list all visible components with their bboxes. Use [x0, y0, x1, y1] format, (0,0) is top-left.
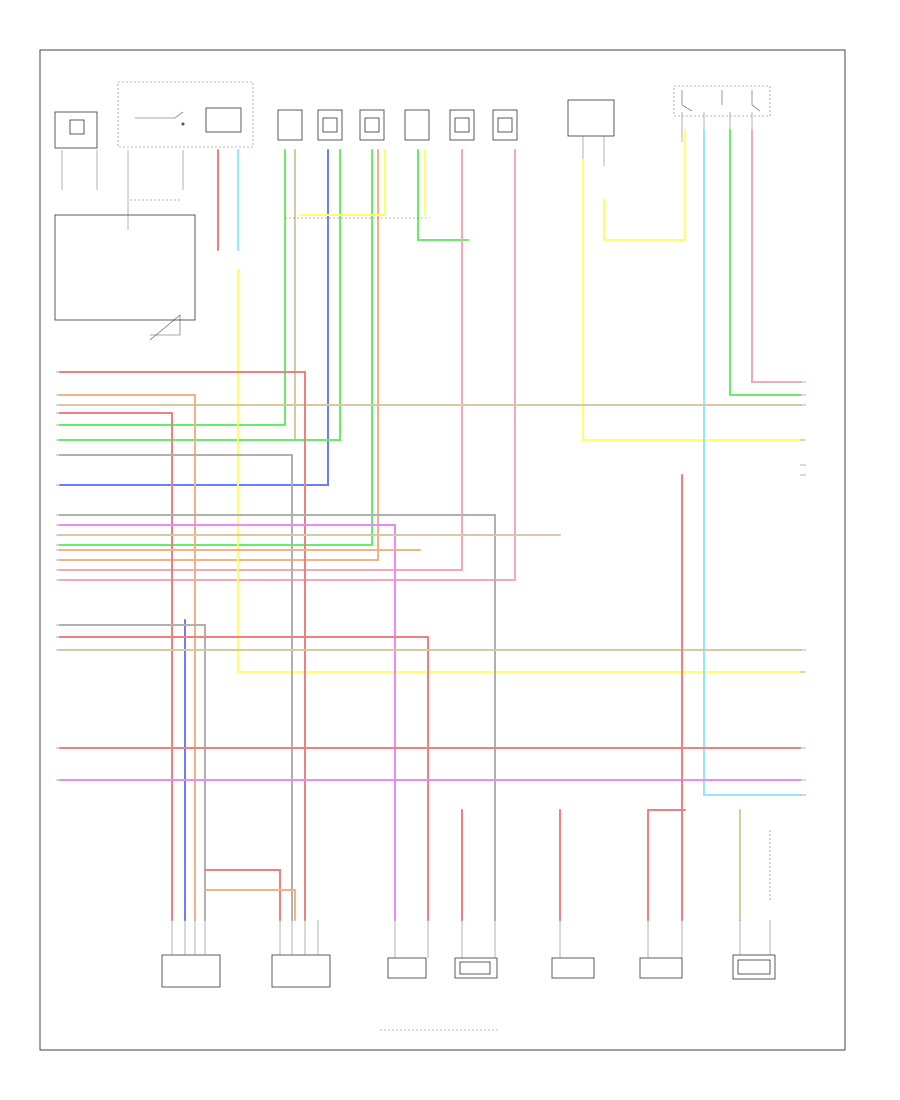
wire-pink-1	[59, 149, 463, 571]
wire-gray-down	[59, 624, 206, 921]
left-pin-ticks	[56, 371, 60, 781]
dashed-lines	[130, 199, 771, 900]
wire-orange-1	[59, 149, 379, 561]
fuel-injector-bottom-1	[387, 957, 427, 979]
wire-gray-left	[59, 454, 293, 921]
vvt-box-1	[639, 957, 683, 979]
wire-yellow-main	[237, 269, 801, 673]
ecm-a-box	[161, 954, 221, 988]
wire-pink-right-3	[647, 809, 686, 921]
wire-green-1	[59, 149, 286, 426]
wire-pink-top	[59, 371, 306, 921]
wire-gray-2	[59, 514, 496, 921]
wire-violet-left	[59, 524, 396, 921]
wire-pink-right	[751, 129, 801, 383]
wire-green-4	[417, 149, 469, 241]
ecm-b-box	[271, 954, 331, 988]
wire-orange-left	[59, 394, 196, 921]
bottom-connector-stubs	[171, 920, 771, 958]
wire-red-link	[204, 869, 281, 921]
wire-yellow-sensor	[582, 159, 801, 441]
note-box	[54, 214, 196, 321]
oil-sensor-box	[551, 957, 595, 979]
top-right-sensor-box	[567, 99, 615, 137]
fuel-injector-boxes	[277, 109, 518, 141]
wire-tan-link	[204, 889, 296, 921]
wire-pink-2	[59, 149, 516, 581]
wire-red-horizontal	[59, 636, 429, 921]
wire-red-left	[59, 412, 173, 921]
wire-yellow-sensor-2	[603, 129, 686, 241]
wire-green-right	[729, 129, 801, 396]
diagram-border	[39, 49, 846, 1051]
wire-harness	[59, 129, 801, 921]
top-component-boxes	[54, 81, 771, 149]
wire-green-2	[59, 149, 341, 441]
wire-green-3	[59, 149, 373, 546]
bottom-component-boxes	[161, 954, 776, 1031]
left-sensor-box	[54, 111, 98, 149]
wire-blue-1	[59, 149, 329, 486]
wire-yellow-1	[299, 149, 386, 216]
right-pin-ticks	[800, 381, 806, 796]
wire-cyan-right	[703, 129, 801, 796]
